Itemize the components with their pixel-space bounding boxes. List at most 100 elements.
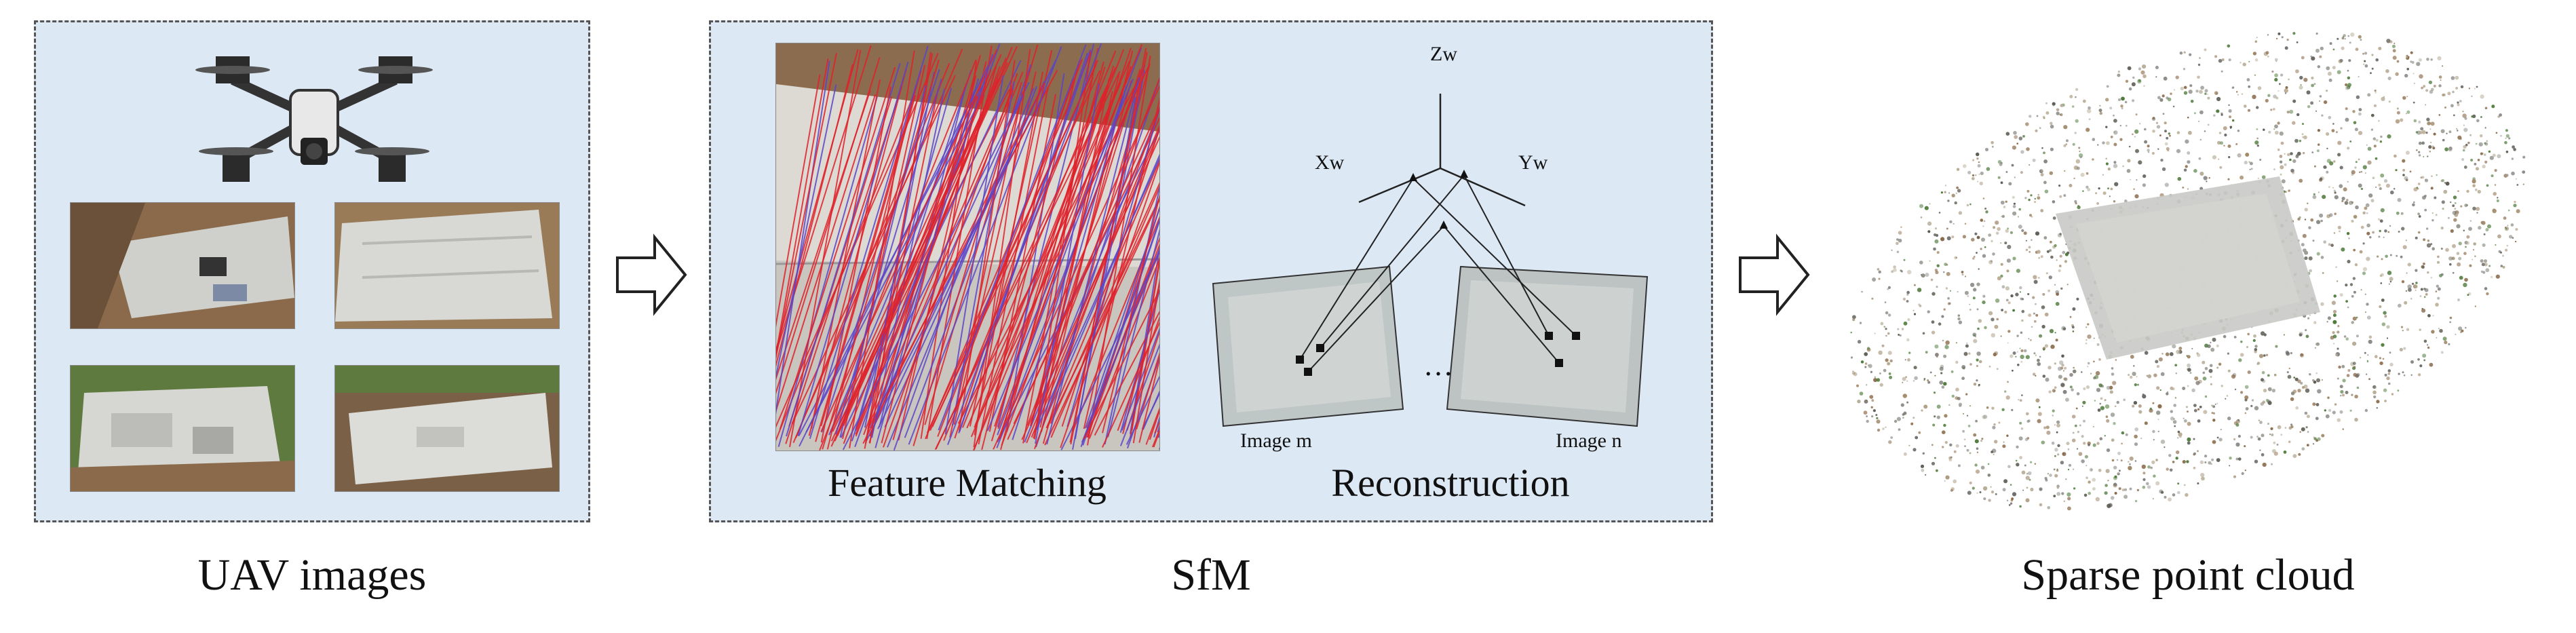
- match-line: [1080, 218, 1159, 448]
- cloud-point: [1947, 199, 1950, 202]
- cloud-point: [2043, 348, 2045, 351]
- cloud-point: [2082, 99, 2086, 103]
- match-line: [1050, 185, 1159, 438]
- cloud-point: [2037, 412, 2042, 417]
- cloud-point: [2276, 443, 2279, 446]
- cloud-point: [2419, 295, 2422, 297]
- cloud-point: [2412, 101, 2415, 104]
- cloud-point: [2270, 109, 2273, 111]
- cloud-point: [2187, 116, 2189, 119]
- cloud-point: [2087, 366, 2089, 368]
- cloud-point: [1935, 270, 1939, 275]
- cloud-point: [2240, 391, 2244, 394]
- cloud-point: [2452, 210, 2457, 215]
- cloud-point: [2405, 113, 2407, 115]
- cloud-point: [2421, 141, 2425, 145]
- cloud-point: [2015, 292, 2019, 296]
- cloud-point: [2189, 84, 2193, 88]
- cloud-point: [2106, 385, 2111, 390]
- cloud-point: [2320, 256, 2324, 259]
- cloud-point: [2157, 404, 2162, 409]
- cloud-point: [2228, 109, 2232, 113]
- cloud-point: [1889, 375, 1893, 379]
- cloud-point: [2522, 183, 2524, 185]
- cloud-point: [2326, 147, 2328, 150]
- cloud-point: [2417, 187, 2419, 190]
- cloud-point: [1936, 404, 1941, 409]
- cloud-point: [2218, 132, 2222, 134]
- cloud-point: [2327, 71, 2332, 76]
- cloud-point: [2452, 244, 2456, 248]
- cloud-point: [2455, 333, 2457, 336]
- cloud-point: [2254, 406, 2259, 410]
- cloud-point: [2378, 183, 2381, 187]
- cloud-point: [1976, 364, 1978, 367]
- cloud-point: [2346, 232, 2350, 235]
- cloud-point: [2347, 35, 2350, 37]
- cloud-point: [2471, 95, 2473, 98]
- cloud-point: [2256, 128, 2258, 130]
- cloud-point: [2335, 131, 2338, 134]
- cloud-point: [2156, 386, 2160, 390]
- cloud-point: [2105, 469, 2110, 474]
- cloud-point: [2339, 230, 2341, 233]
- cloud-point: [2121, 488, 2125, 492]
- cloud-point: [1947, 296, 1950, 300]
- cloud-point: [2325, 414, 2330, 419]
- cloud-point: [2425, 227, 2429, 230]
- cloud-point: [2422, 195, 2426, 200]
- cloud-point: [2344, 38, 2346, 40]
- match-line: [1126, 330, 1159, 431]
- cloud-point: [1976, 308, 1979, 311]
- cloud-point: [2216, 458, 2221, 462]
- cloud-point: [2420, 127, 2424, 131]
- cloud-point: [2438, 328, 2440, 330]
- cloud-point: [2035, 303, 2037, 305]
- cloud-point: [2427, 271, 2429, 274]
- cloud-point: [2227, 369, 2231, 372]
- cloud-point: [2341, 46, 2345, 50]
- cloud-point: [2370, 113, 2375, 117]
- cloud-point: [2228, 58, 2231, 62]
- cloud-point: [2358, 76, 2360, 78]
- cloud-point: [2201, 476, 2205, 481]
- cloud-point: [2337, 225, 2341, 229]
- cloud-point: [1910, 422, 1914, 425]
- cloud-point: [2309, 269, 2312, 273]
- cloud-point: [2402, 169, 2405, 172]
- cloud-point: [2340, 394, 2342, 397]
- cloud-point: [2312, 195, 2317, 199]
- cloud-point: [2166, 391, 2169, 394]
- cloud-point: [1943, 271, 1945, 273]
- cloud-point: [1996, 368, 1999, 370]
- cloud-point: [2292, 171, 2295, 174]
- cloud-point: [2364, 206, 2368, 210]
- cloud-point: [2026, 437, 2030, 440]
- cloud-point: [2311, 76, 2314, 80]
- cloud-point: [2007, 342, 2009, 344]
- cloud-point: [2288, 367, 2290, 370]
- cloud-point: [2257, 177, 2260, 180]
- cloud-point: [1866, 419, 1869, 423]
- cloud-point: [2239, 175, 2244, 180]
- match-line: [1119, 343, 1159, 446]
- cloud-point: [2211, 412, 2214, 415]
- cloud-point: [2500, 265, 2503, 267]
- cloud-point: [2158, 357, 2163, 362]
- cloud-point: [1956, 168, 1960, 171]
- cloud-point: [2413, 187, 2418, 192]
- cloud-point: [2054, 474, 2058, 478]
- cloud-point: [2106, 85, 2109, 88]
- cloud-point: [2110, 496, 2115, 500]
- cloud-point: [2081, 435, 2084, 438]
- cloud-point: [2383, 179, 2388, 183]
- cloud-point: [2375, 186, 2377, 188]
- cloud-point: [2060, 113, 2063, 117]
- cloud-point: [2339, 385, 2343, 389]
- match-line: [776, 84, 837, 379]
- cloud-point: [2024, 464, 2026, 467]
- cloud-point: [2113, 200, 2116, 203]
- cloud-point: [2522, 155, 2526, 159]
- cloud-point: [2375, 58, 2379, 62]
- match-line: [881, 75, 977, 444]
